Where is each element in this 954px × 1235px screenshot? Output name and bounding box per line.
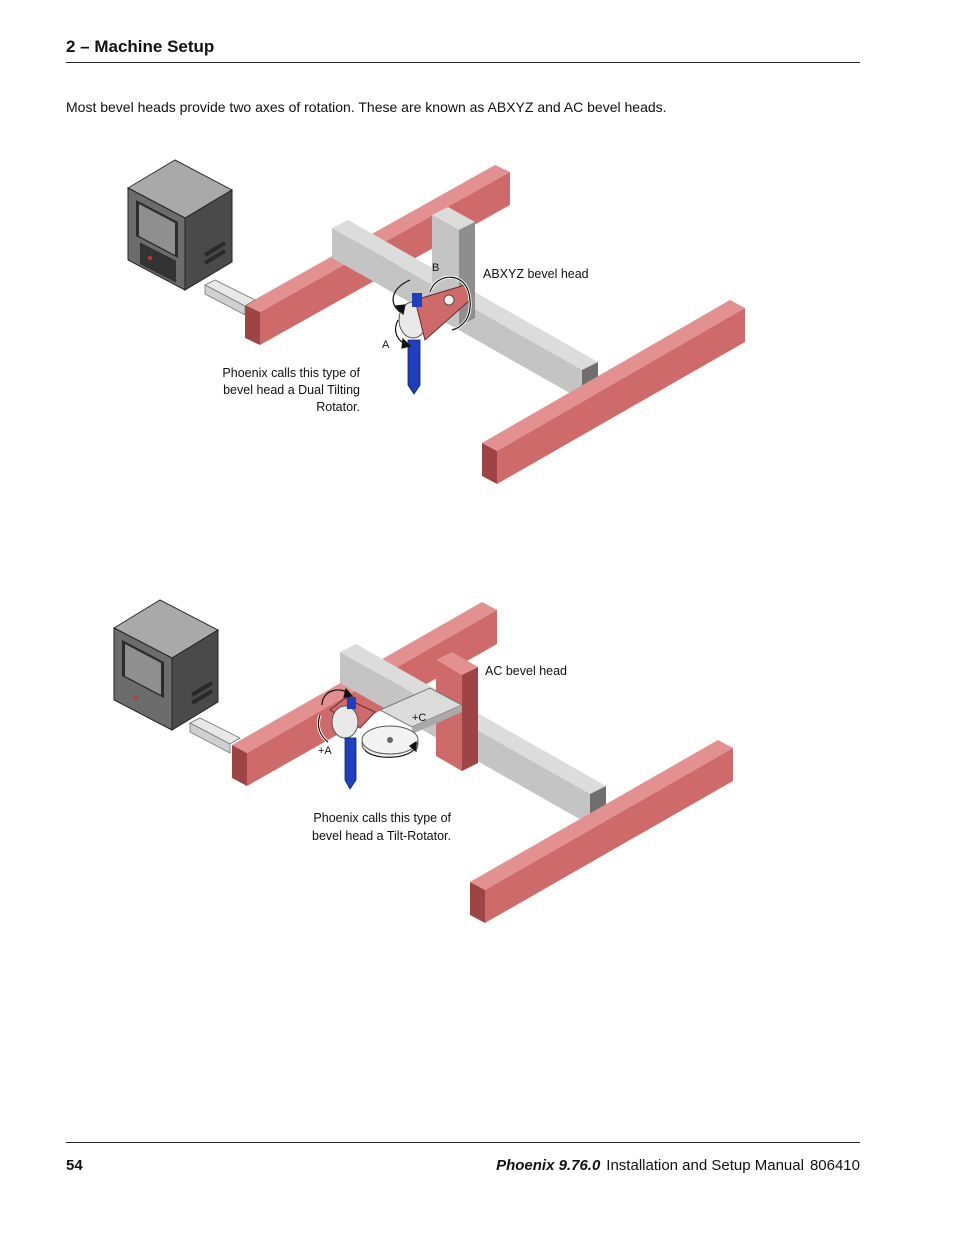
axis-b-label: B xyxy=(432,262,439,274)
section-title: 2 – Machine Setup xyxy=(66,37,215,56)
figure1-caption-line3: Rotator. xyxy=(316,400,360,414)
document-number: 806410 xyxy=(809,1157,860,1174)
header-divider xyxy=(66,62,860,63)
figure1-caption-line2: bevel head a Dual Tilting xyxy=(223,383,360,397)
rotary-disk xyxy=(361,725,419,759)
front-rail-2 xyxy=(470,740,733,923)
rotation-arrows-2 xyxy=(316,687,417,759)
cnc-controller xyxy=(126,159,234,291)
page-number: 54 xyxy=(66,1157,83,1174)
abxyz-head-label: ABXYZ bevel head xyxy=(483,267,589,281)
cnc-controller-2 xyxy=(112,599,220,731)
front-rail xyxy=(482,300,745,484)
axis-a-label-2: +A xyxy=(318,745,332,757)
ac-head-label: AC bevel head xyxy=(485,664,567,678)
figure2-caption-line1: Phoenix calls this type of xyxy=(313,811,451,825)
figure1-caption-line1: Phoenix calls this type of xyxy=(222,366,360,380)
abxyz-bevel-head-illustration: B A ABXYZ bevel head Phoenix calls this … xyxy=(126,159,745,484)
product-name: Phoenix 9.76.0 xyxy=(496,1157,601,1174)
bevel-head xyxy=(398,284,471,395)
footer-divider xyxy=(66,1142,860,1143)
torch-2 xyxy=(331,697,359,790)
manual-title: Installation and Setup Manual xyxy=(606,1157,804,1174)
ac-bevel-head-illustration: AC bevel head +C +A Phoenix calls this t… xyxy=(112,599,733,923)
intro-paragraph: Most bevel heads provide two axes of rot… xyxy=(66,99,667,115)
axis-c-label: +C xyxy=(412,712,426,724)
axis-a-label: A xyxy=(382,339,390,351)
rotation-arrows xyxy=(392,275,472,349)
footer-document-info: Phoenix 9.76.0 Installation and Setup Man… xyxy=(496,1157,860,1174)
figure2-caption-line2: bevel head a Tilt-Rotator. xyxy=(312,829,451,843)
